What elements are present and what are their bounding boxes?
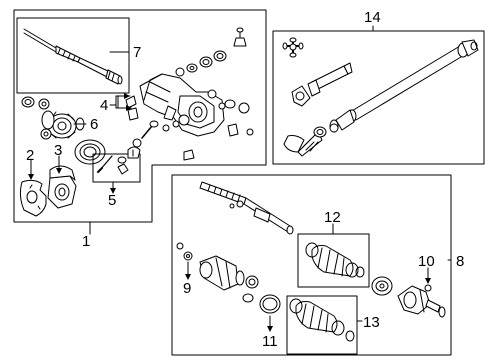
arrowheads (28, 93, 431, 332)
seal-ring-part (74, 139, 106, 165)
differential-housing-part (139, 73, 226, 137)
shield-part-2 (19, 179, 47, 217)
callout-2: 2 (26, 147, 34, 164)
propeller-shaft-part (329, 39, 479, 133)
plate-part-3 (47, 165, 77, 209)
group-1-differential-box (13, 9, 267, 223)
inner-joint-part (371, 276, 446, 318)
callout-5: 5 (108, 192, 116, 209)
callout-13: 13 (363, 314, 380, 331)
callout-12: 12 (324, 209, 341, 226)
clamp-ring-part (345, 266, 365, 342)
axle-shaft-part (199, 181, 294, 235)
callout-11: 11 (262, 333, 278, 350)
outer-boot-part-13 (289, 298, 345, 336)
group-14-driveshaft-box (272, 30, 485, 165)
bracket-part-4 (117, 95, 139, 121)
inner-boot-part-12 (305, 242, 359, 278)
inset-7-box (16, 17, 130, 94)
inset-13-box (286, 295, 358, 355)
slip-yoke-part (291, 62, 353, 107)
callout-7: 7 (133, 44, 141, 61)
callout-9: 9 (183, 280, 191, 297)
callout-8: 8 (456, 253, 464, 270)
callout-3: 3 (54, 142, 62, 159)
boot-part-14 (283, 123, 339, 157)
callout-10: 10 (418, 253, 435, 270)
callout-1: 1 (82, 233, 90, 250)
bolt-set-part-5 (92, 138, 142, 183)
center-ring-part (242, 275, 281, 314)
leader-lines (30, 25, 452, 331)
callout-6: 6 (90, 116, 98, 133)
hardware-small-parts (141, 27, 254, 161)
carrier-part (21, 96, 85, 140)
universal-joint-part (282, 37, 304, 58)
callout-labels: 1 2 3 4 5 6 7 8 9 10 11 12 13 14 (26, 9, 464, 350)
pinion-shaft-part (23, 28, 123, 85)
callout-14: 14 (364, 9, 381, 26)
callout-4: 4 (100, 97, 108, 114)
group-8-axle-box (171, 174, 452, 356)
outer-joint-part (176, 242, 245, 291)
